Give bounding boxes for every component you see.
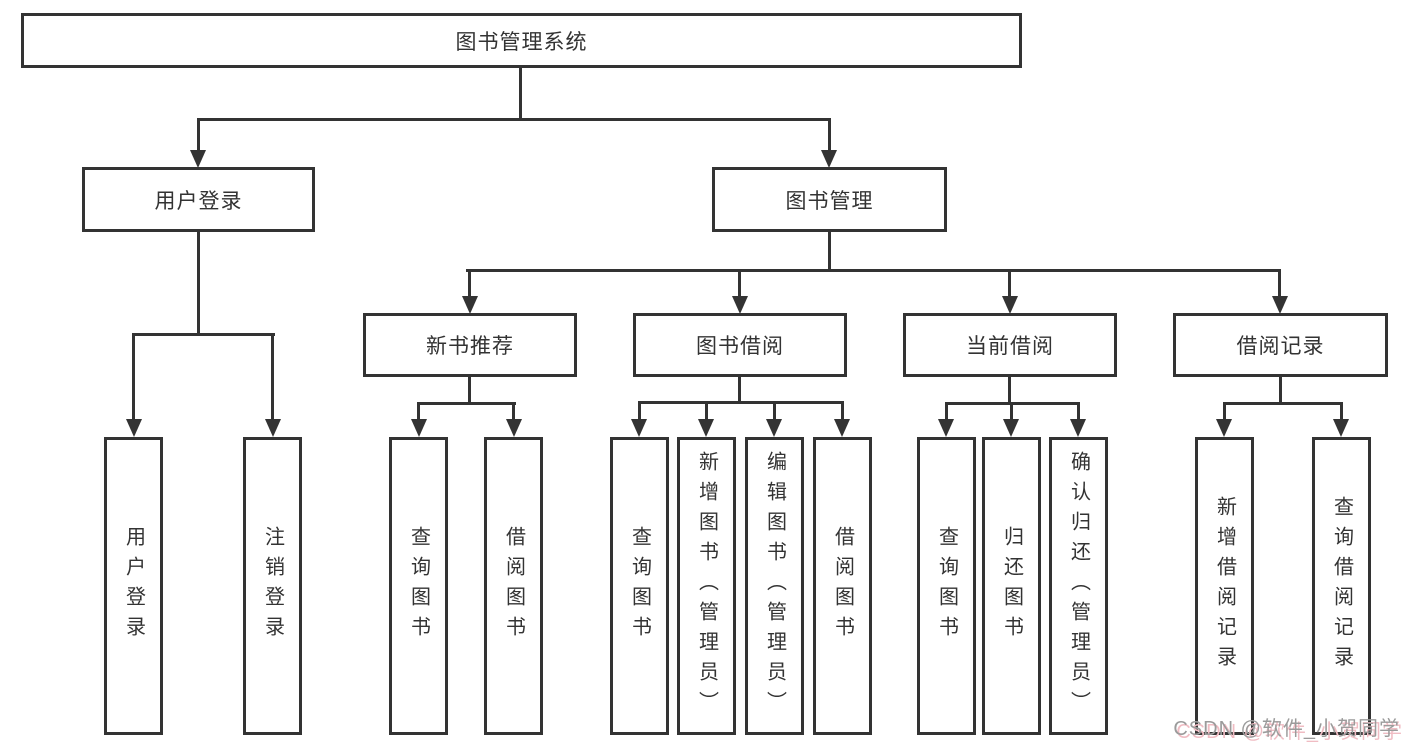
node-root: 图书管理系统 bbox=[21, 13, 1022, 68]
connector-line bbox=[271, 333, 274, 421]
leaf-cb-confirm-return-admin: 确认归还（管理员） bbox=[1049, 437, 1108, 735]
connector-line bbox=[197, 118, 200, 152]
connector-line bbox=[197, 232, 200, 336]
connector-line bbox=[773, 401, 776, 421]
connector-line bbox=[132, 333, 135, 421]
connector-line bbox=[466, 269, 1281, 272]
leaf-nbr-query-books: 查询图书 bbox=[389, 437, 448, 735]
connector-arrow bbox=[631, 419, 647, 437]
connector-arrow bbox=[126, 419, 142, 437]
connector-line bbox=[638, 401, 844, 404]
connector-line bbox=[1010, 402, 1013, 421]
leaf-br-query-record: 查询借阅记录 bbox=[1312, 437, 1371, 735]
connector-line bbox=[132, 333, 275, 336]
connector-arrow bbox=[698, 419, 714, 437]
node-new-book-recommend: 新书推荐 bbox=[363, 313, 577, 377]
connector-line bbox=[519, 66, 522, 120]
connector-line bbox=[945, 402, 948, 421]
connector-line bbox=[417, 402, 420, 421]
connector-line bbox=[1008, 269, 1011, 298]
leaf-bb-borrow-books: 借阅图书 bbox=[813, 437, 872, 735]
csdn-watermark: CSDN @软件_小贺同学 bbox=[1173, 718, 1400, 740]
connector-arrow bbox=[1216, 419, 1232, 437]
connector-arrow bbox=[1272, 296, 1288, 314]
connector-line bbox=[512, 402, 515, 421]
connector-line bbox=[841, 401, 844, 421]
connector-arrow bbox=[1333, 419, 1349, 437]
connector-arrow bbox=[766, 419, 782, 437]
node-user-login: 用户登录 bbox=[82, 167, 315, 232]
connector-line bbox=[1223, 402, 1343, 405]
connector-line bbox=[417, 402, 516, 405]
leaf-bb-add-books-admin: 新增图书（管理员） bbox=[677, 437, 736, 735]
leaf-cb-return-books: 归还图书 bbox=[982, 437, 1041, 735]
leaf-logout: 注销登录 bbox=[243, 437, 302, 735]
connector-arrow bbox=[506, 419, 522, 437]
connector-line bbox=[705, 401, 708, 421]
node-book-management: 图书管理 bbox=[712, 167, 947, 232]
connector-line bbox=[1278, 269, 1281, 298]
leaf-nbr-borrow-books: 借阅图书 bbox=[484, 437, 543, 735]
node-borrow-records: 借阅记录 bbox=[1173, 313, 1388, 377]
leaf-user-login: 用户登录 bbox=[104, 437, 163, 735]
connector-arrow bbox=[411, 419, 427, 437]
connector-arrow bbox=[190, 150, 206, 168]
leaf-cb-query-books: 查询图书 bbox=[917, 437, 976, 735]
node-current-borrowing: 当前借阅 bbox=[903, 313, 1117, 377]
connector-line bbox=[738, 269, 741, 298]
connector-arrow bbox=[1002, 296, 1018, 314]
connector-line bbox=[1008, 377, 1011, 405]
connector-line bbox=[1077, 402, 1080, 421]
connector-line bbox=[1223, 402, 1226, 421]
connector-arrow bbox=[1070, 419, 1086, 437]
connector-line bbox=[828, 118, 831, 152]
connector-arrow bbox=[938, 419, 954, 437]
connector-arrow bbox=[265, 419, 281, 437]
leaf-br-add-record: 新增借阅记录 bbox=[1195, 437, 1254, 735]
connector-line bbox=[468, 269, 471, 298]
connector-line bbox=[638, 401, 641, 421]
connector-arrow bbox=[462, 296, 478, 314]
connector-arrow bbox=[732, 296, 748, 314]
connector-line bbox=[1340, 402, 1343, 421]
connector-arrow bbox=[834, 419, 850, 437]
connector-line bbox=[468, 377, 471, 405]
connector-arrow bbox=[821, 150, 837, 168]
leaf-bb-edit-books-admin: 编辑图书（管理员） bbox=[745, 437, 804, 735]
connector-line bbox=[828, 232, 831, 272]
connector-arrow bbox=[1003, 419, 1019, 437]
leaf-bb-query-books: 查询图书 bbox=[610, 437, 669, 735]
connector-line bbox=[1279, 377, 1282, 405]
node-book-borrowing: 图书借阅 bbox=[633, 313, 847, 377]
connector-line bbox=[738, 377, 741, 404]
connector-line bbox=[197, 118, 831, 121]
